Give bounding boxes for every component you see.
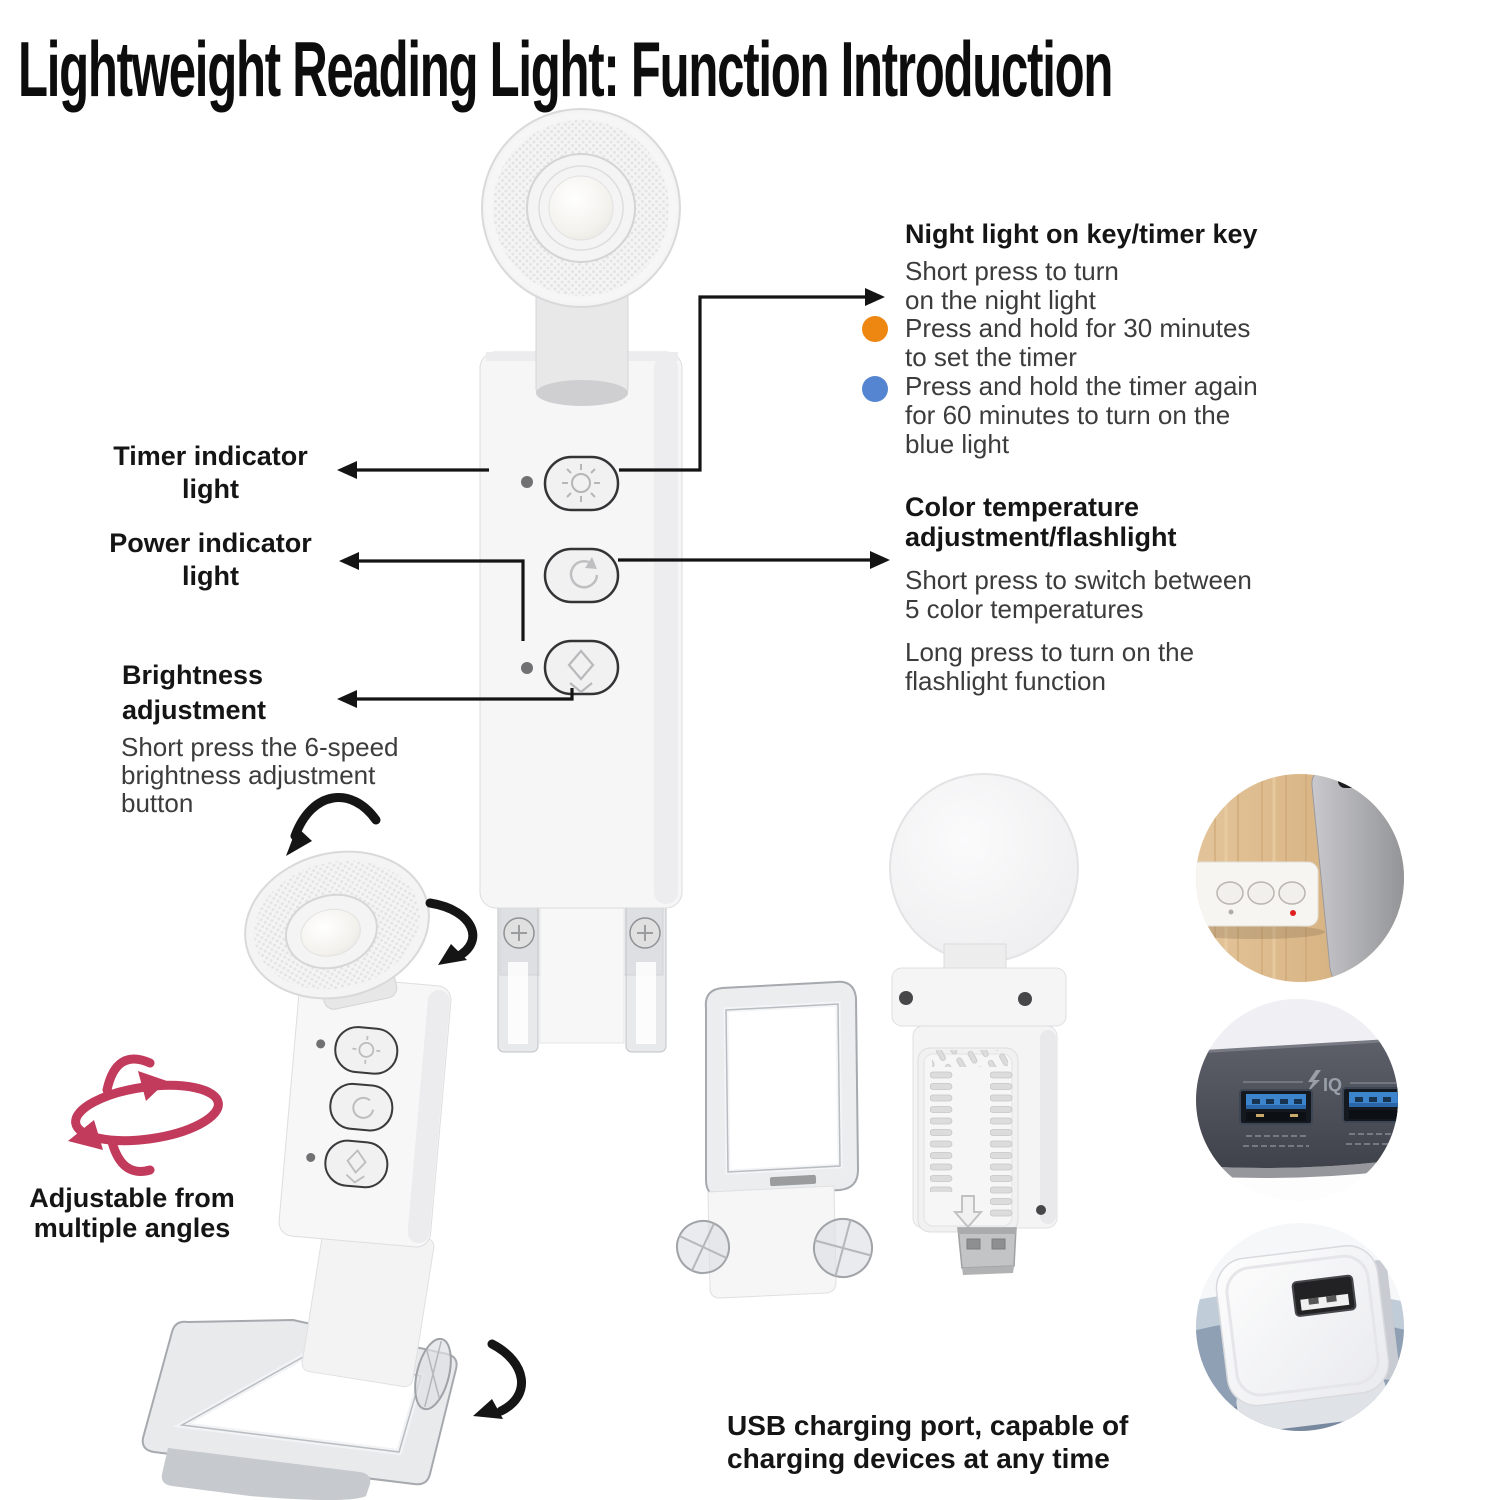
usb-plug bbox=[957, 1227, 1017, 1275]
brightness-heading: Brightness adjustment bbox=[122, 660, 267, 725]
orange-bullet-icon bbox=[862, 316, 888, 342]
annotation-arrows bbox=[351, 295, 876, 701]
power-iq-label: IQ bbox=[1323, 1075, 1342, 1095]
back-view-illustration bbox=[889, 773, 1079, 1275]
color-temp-shortpress-text: Short press to switch between 5 color te… bbox=[905, 565, 1252, 624]
photo-wall-charger bbox=[1196, 1223, 1404, 1431]
screw-hole-right bbox=[1018, 992, 1032, 1006]
power-indicator-label: Power indicator light bbox=[109, 528, 312, 591]
night-light-button bbox=[543, 455, 620, 512]
clip-disc bbox=[414, 1337, 452, 1411]
night-light-heading: Night light on key/timer key bbox=[905, 219, 1258, 249]
screw-hole-left bbox=[899, 991, 913, 1005]
clip-wheel-right bbox=[813, 1218, 873, 1278]
clip-screw-left bbox=[503, 917, 535, 949]
back-lamp-head bbox=[889, 773, 1079, 963]
usb-slot bbox=[769, 1174, 817, 1187]
charger-usb-port bbox=[1291, 1274, 1357, 1317]
annotation-arrowheads bbox=[337, 288, 890, 708]
back-top-plate bbox=[891, 967, 1067, 1027]
color-temperature-button bbox=[543, 547, 620, 604]
night-light-arrow-line bbox=[619, 295, 871, 472]
adjustable-angles-label: Adjustable from multiple angles bbox=[29, 1183, 235, 1243]
diamond-icon bbox=[567, 649, 595, 694]
photo-clip-on-desk bbox=[1196, 774, 1404, 982]
power-indicator-dot bbox=[521, 662, 533, 674]
usb-port-2 bbox=[1342, 1087, 1398, 1123]
led-lens bbox=[548, 175, 614, 241]
front-view-illustration bbox=[479, 108, 683, 1053]
power-arrow-line bbox=[353, 559, 525, 641]
clip-screw-right bbox=[629, 917, 661, 949]
brightness-button bbox=[543, 639, 620, 696]
timer-indicator-label: Timer indicator light bbox=[113, 441, 308, 504]
color-temp-heading: Color temperature adjustment/flashlight bbox=[905, 492, 1177, 552]
power-iq-bolt-icon bbox=[1306, 1070, 1321, 1094]
brightness-description: Short press the 6-speed brightness adjus… bbox=[121, 732, 399, 818]
usb-charging-caption: USB charging port, capable of charging d… bbox=[727, 1410, 1129, 1474]
tilted-view-illustration bbox=[141, 793, 526, 1500]
night-light-hold60-text: Press and hold the timer again for 60 mi… bbox=[905, 371, 1258, 459]
tilted-lamp-head bbox=[244, 850, 430, 1000]
clip-base-shadow bbox=[161, 1448, 371, 1500]
night-light-shortpress-text: Short press to turn on the night light bbox=[905, 256, 1119, 315]
folded-body bbox=[707, 1185, 837, 1299]
tablet-edge bbox=[1311, 774, 1404, 982]
charging-indicator-dot bbox=[1290, 910, 1296, 916]
clip-wheel-left bbox=[676, 1220, 730, 1274]
usb-port-1 bbox=[1239, 1089, 1313, 1125]
photo-power-bank: IQ bbox=[1196, 999, 1398, 1201]
cycle-icon bbox=[569, 557, 599, 589]
brightness-arrow-line bbox=[351, 688, 574, 701]
rotate-arrows-black bbox=[286, 793, 526, 1419]
page-title: Lightweight Reading Light: Function Intr… bbox=[18, 25, 1113, 113]
blue-bullet-icon bbox=[862, 376, 888, 402]
lamp-head bbox=[481, 108, 681, 308]
sun-icon bbox=[562, 464, 600, 502]
reading-light-on-desk bbox=[1196, 861, 1319, 927]
folded-view-illustration bbox=[676, 980, 873, 1299]
device-body bbox=[479, 351, 683, 909]
timer-indicator-dot bbox=[521, 476, 533, 488]
charger-cube bbox=[1215, 1245, 1400, 1431]
night-light-hold30-text: Press and hold for 30 minutes to set the… bbox=[905, 313, 1251, 372]
color-temp-longpress-text: Long press to turn on the flashlight fun… bbox=[905, 637, 1195, 696]
power-iq-logo: IQ bbox=[1243, 1070, 1396, 1095]
tilted-body bbox=[278, 974, 452, 1248]
rotation-arrows-icon bbox=[68, 1054, 223, 1176]
slide-down-arrow-icon bbox=[952, 1195, 984, 1229]
